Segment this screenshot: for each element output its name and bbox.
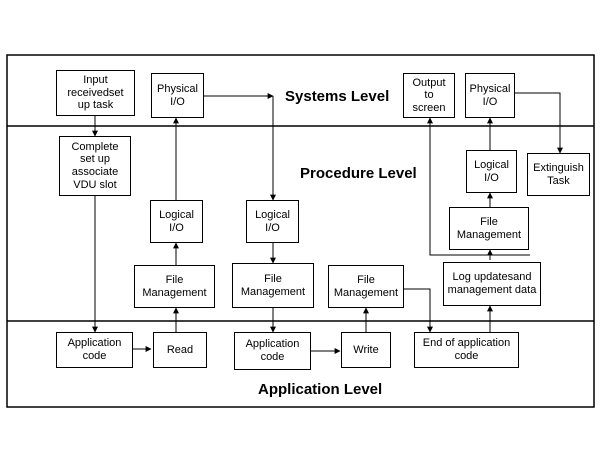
output-to-screen-box: Output to screen [403,73,455,118]
arrow-filemgmt3-to-end [403,288,433,333]
complete-setup-box: Complete set up associate VDU slot [59,136,131,196]
log-updates-box: Log updatesand management data [443,262,541,306]
arrow-physical-right-to-extinguish [514,92,563,154]
arrow-log-to-output [427,117,530,256]
physical-io-left-box: Physical I/O [151,73,204,118]
end-of-application-code-box: End of application code [414,332,519,368]
outer-frame [6,54,595,408]
application-code-1-box: Application code [56,332,133,368]
logical-io-3-box: Logical I/O [466,150,517,193]
systems-level-label: Systems Level [285,88,390,105]
physical-io-right-box: Physical I/O [465,73,515,118]
logical-io-2-box: Logical I/O [246,200,299,243]
file-management-1-box: File Management [134,265,215,308]
procedure-level-label: Procedure Level [300,165,417,182]
application-code-2-box: Application code [234,332,311,370]
file-management-2-box: File Management [232,263,314,308]
file-management-4-box: File Management [449,207,529,250]
write-box: Write [341,332,391,368]
extinguish-task-box: Extinguish Task [527,153,590,196]
logical-io-1-box: Logical I/O [150,200,203,243]
application-level-label: Application Level [258,381,383,398]
file-management-3-box: File Management [328,265,404,308]
input-received-box: Input receivedset up task [56,70,135,116]
read-box: Read [153,332,207,368]
